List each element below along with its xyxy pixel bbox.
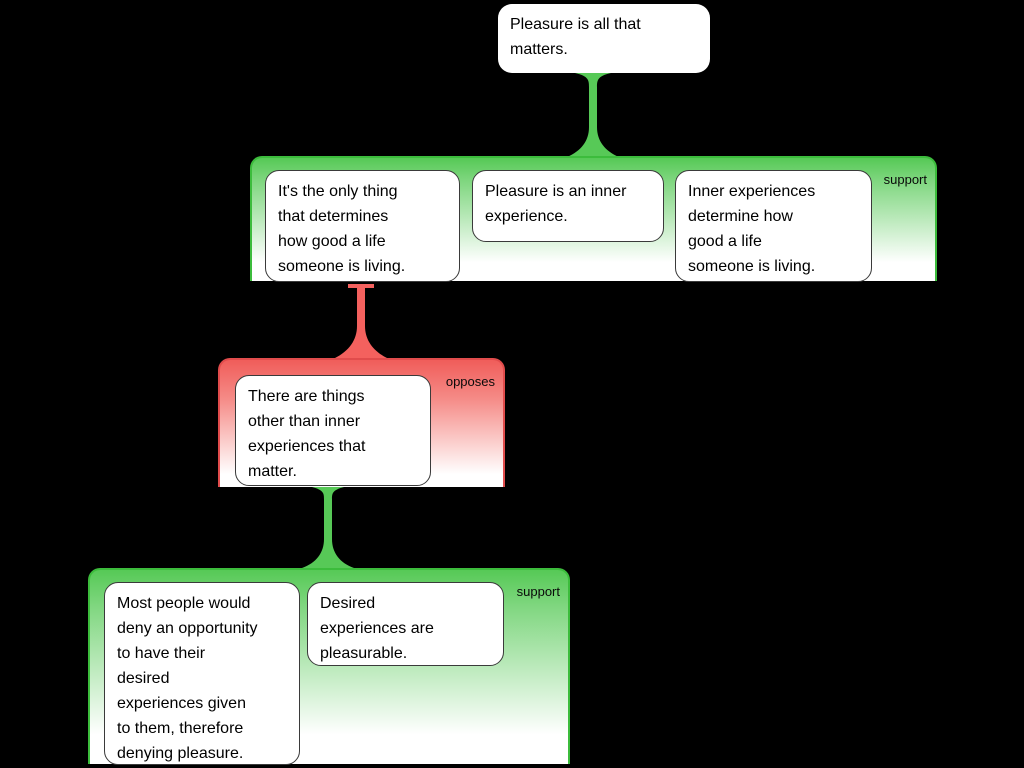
support-group-1[interactable]: support It's the only thing that determi… <box>250 156 937 282</box>
claim-text: There are things other than inner experi… <box>248 388 366 480</box>
claim-node[interactable]: It's the only thing that determines how … <box>265 170 460 282</box>
claim-text: Inner experiences determine how good a l… <box>688 183 816 275</box>
claim-node[interactable]: Desired experiences are pleasurable. <box>307 582 504 666</box>
claim-text: Most people would deny an opportunity to… <box>117 595 258 762</box>
oppose-connector-crossbar-icon <box>348 284 374 288</box>
group-label-opposes: opposes <box>445 374 495 389</box>
oppose-connector-icon <box>335 288 387 358</box>
support-connector-icon <box>567 73 619 157</box>
group-label-support-2: support <box>516 584 560 599</box>
claim-node[interactable]: Most people would deny an opportunity to… <box>104 582 300 765</box>
root-claim-node[interactable]: Pleasure is all that matters. <box>498 4 710 73</box>
claim-text: Pleasure is an inner experience. <box>485 183 627 225</box>
root-claim-text: Pleasure is all that matters. <box>510 16 641 58</box>
support-group-2[interactable]: support Most people would deny an opport… <box>88 568 570 765</box>
claim-node[interactable]: There are things other than inner experi… <box>235 375 431 486</box>
support-connector-icon <box>302 487 354 568</box>
oppose-group[interactable]: opposes There are things other than inne… <box>218 358 505 487</box>
group-label-support-1: support <box>883 172 927 187</box>
claim-node[interactable]: Inner experiences determine how good a l… <box>675 170 872 282</box>
claim-text: It's the only thing that determines how … <box>278 183 406 275</box>
claim-node[interactable]: Pleasure is an inner experience. <box>472 170 664 242</box>
claim-text: Desired experiences are pleasurable. <box>320 595 434 662</box>
